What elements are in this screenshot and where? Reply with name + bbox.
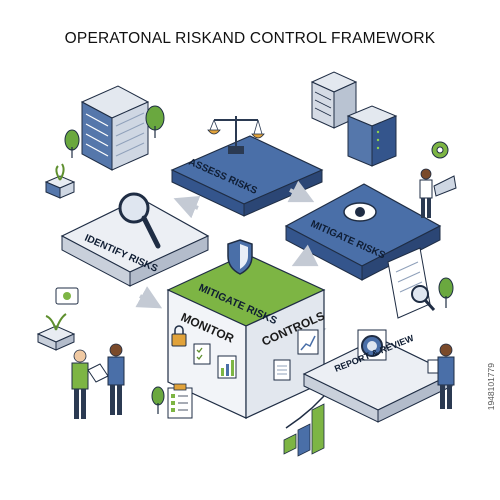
tree-icon <box>438 277 454 308</box>
plant-pedestal-icon <box>36 313 76 351</box>
person-blue-icon <box>107 343 125 415</box>
magnifier-icon <box>118 192 161 249</box>
plant-box-icon <box>44 163 76 199</box>
person-green-icon <box>71 349 89 419</box>
assess-risks-block: ASSESS RISKS <box>170 116 324 217</box>
growth-chart-icon <box>283 395 325 457</box>
document-icon <box>273 359 291 381</box>
page-title: OPERATONAL RISKAND CONTROL FRAMEWORK <box>64 30 436 47</box>
server-rack-icon <box>346 105 398 167</box>
office-building-icon <box>80 85 150 171</box>
line-chart-icon <box>297 329 319 355</box>
report-magnifier-icon <box>357 329 387 361</box>
shield-icon <box>227 239 253 275</box>
bar-chart-icon <box>217 355 237 379</box>
tree-icon <box>64 129 80 158</box>
identify-risks-block: IDENTIFY RISKS <box>60 192 210 287</box>
person-laptop-icon <box>419 168 457 218</box>
tree-icon <box>151 386 165 414</box>
person-tablet-icon <box>427 343 455 409</box>
tree-icon <box>145 105 165 138</box>
checklist-clipboard-icon <box>167 383 193 419</box>
padlock-icon <box>171 325 187 347</box>
report-document-icon <box>387 247 436 319</box>
mitigate-risks-right-block: MITIGATE RISKS <box>284 183 442 281</box>
stock-id-watermark: 1948101779 <box>486 362 496 410</box>
scales-icon <box>207 116 265 154</box>
checklist-icon <box>193 343 211 365</box>
gear-icon <box>431 141 449 159</box>
clipboard-icon <box>87 363 109 383</box>
report-review-block: REPORT & REVIEW <box>302 329 454 423</box>
server-rack-icon <box>310 71 358 129</box>
chat-bubble-icon <box>55 287 79 305</box>
eye-icon <box>343 202 377 222</box>
